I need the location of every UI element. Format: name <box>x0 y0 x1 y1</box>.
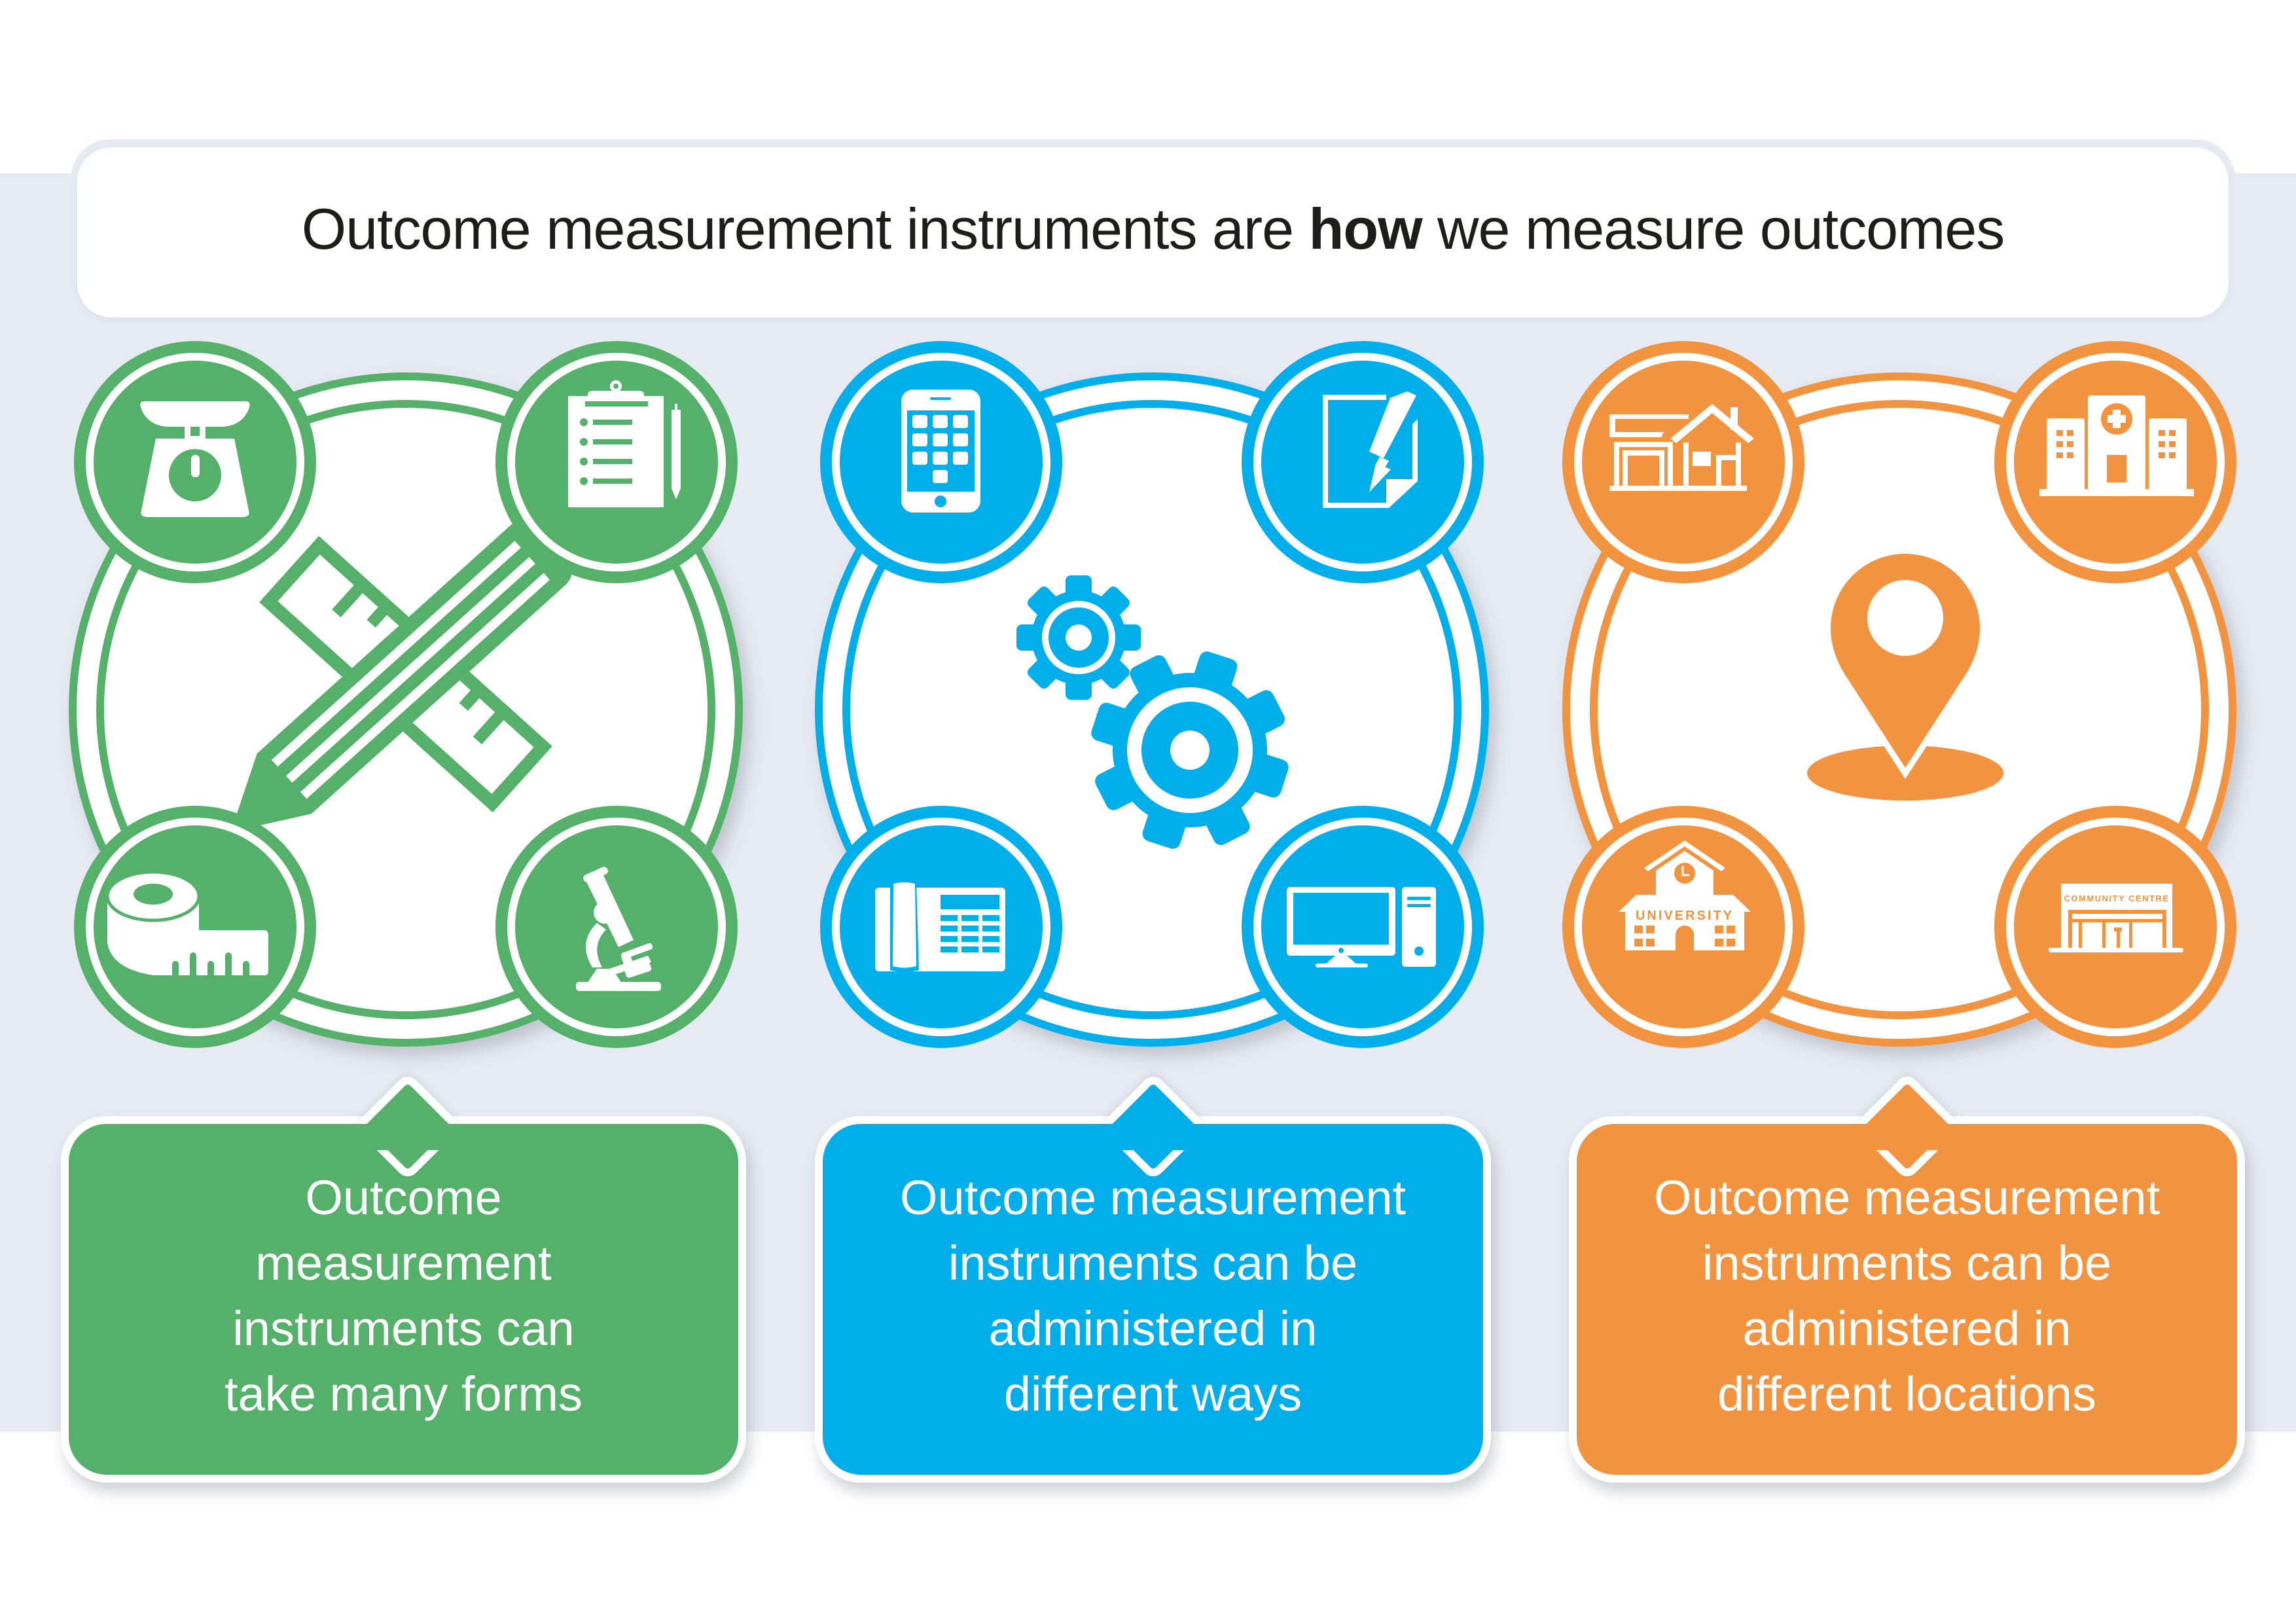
panel-locations: UNIVERSITY COMMUNITY CENTRE <box>1562 341 2236 1048</box>
hospital-icon <box>1994 341 2236 583</box>
title-box: Outcome measurement instruments are how … <box>77 147 2229 317</box>
callout-forms: Outcome measurement instruments can take… <box>61 1116 746 1483</box>
location-pin-icon <box>1807 547 2003 801</box>
callout-line: Outcome measurement <box>899 1170 1407 1225</box>
smartphone-icon <box>820 341 1062 583</box>
gears-icon <box>1016 575 1289 849</box>
callout-line: Outcome <box>305 1170 502 1225</box>
university-icon: UNIVERSITY <box>1562 806 1804 1048</box>
callout-line: different ways <box>1003 1367 1302 1421</box>
microscope-icon <box>495 806 738 1048</box>
callout-line: administered in <box>988 1301 1318 1356</box>
page-title: Outcome measurement instruments are how … <box>302 196 2005 262</box>
callout-forms-pointer-base <box>353 1124 465 1150</box>
callout-forms-text: Outcome measurement instruments can take… <box>185 1165 622 1427</box>
callout-line: instruments can be <box>948 1236 1358 1290</box>
callout-locations: Outcome measurement instruments can be a… <box>1569 1116 2245 1483</box>
desk-telephone-icon <box>820 806 1062 1048</box>
title-suffix: we measure outcomes <box>1422 196 2005 261</box>
panel-forms <box>69 341 743 1048</box>
callout-locations-text: Outcome measurement instruments can be a… <box>1615 1165 2199 1427</box>
callout-line: Outcome measurement <box>1653 1170 2161 1225</box>
pencil-ruler-icon <box>230 516 574 836</box>
title-prefix: Outcome measurement instruments are <box>301 196 1309 261</box>
panel-ways <box>815 341 1489 1048</box>
callout-ways: Outcome measurement instruments can be a… <box>815 1116 1491 1483</box>
callout-line: measurement <box>255 1236 552 1290</box>
callout-line: instruments can <box>232 1301 575 1356</box>
callout-ways-text: Outcome measurement instruments can be a… <box>861 1165 1445 1427</box>
callout-line: administered in <box>1742 1301 2072 1356</box>
callout-ways-pointer-base <box>1100 1124 1211 1150</box>
tape-measure-icon <box>74 806 316 1048</box>
callout-locations-pointer-base <box>1854 1124 1965 1150</box>
house-icon <box>1562 341 1804 583</box>
community-centre-icon: COMMUNITY CENTRE <box>1994 806 2236 1048</box>
kitchen-scale-icon <box>74 341 316 583</box>
callout-line: instruments can be <box>1702 1236 2112 1290</box>
community-centre-label: COMMUNITY CENTRE <box>2064 893 2170 903</box>
title-emphasis: how <box>1308 196 1423 261</box>
university-label: UNIVERSITY <box>1636 909 1734 923</box>
clipboard-checklist-icon <box>495 341 738 583</box>
paper-and-pen-icon <box>1242 341 1484 583</box>
callout-line: take many forms <box>224 1367 583 1421</box>
callout-line: different locations <box>1717 1367 2096 1421</box>
desktop-computer-icon <box>1242 806 1484 1048</box>
